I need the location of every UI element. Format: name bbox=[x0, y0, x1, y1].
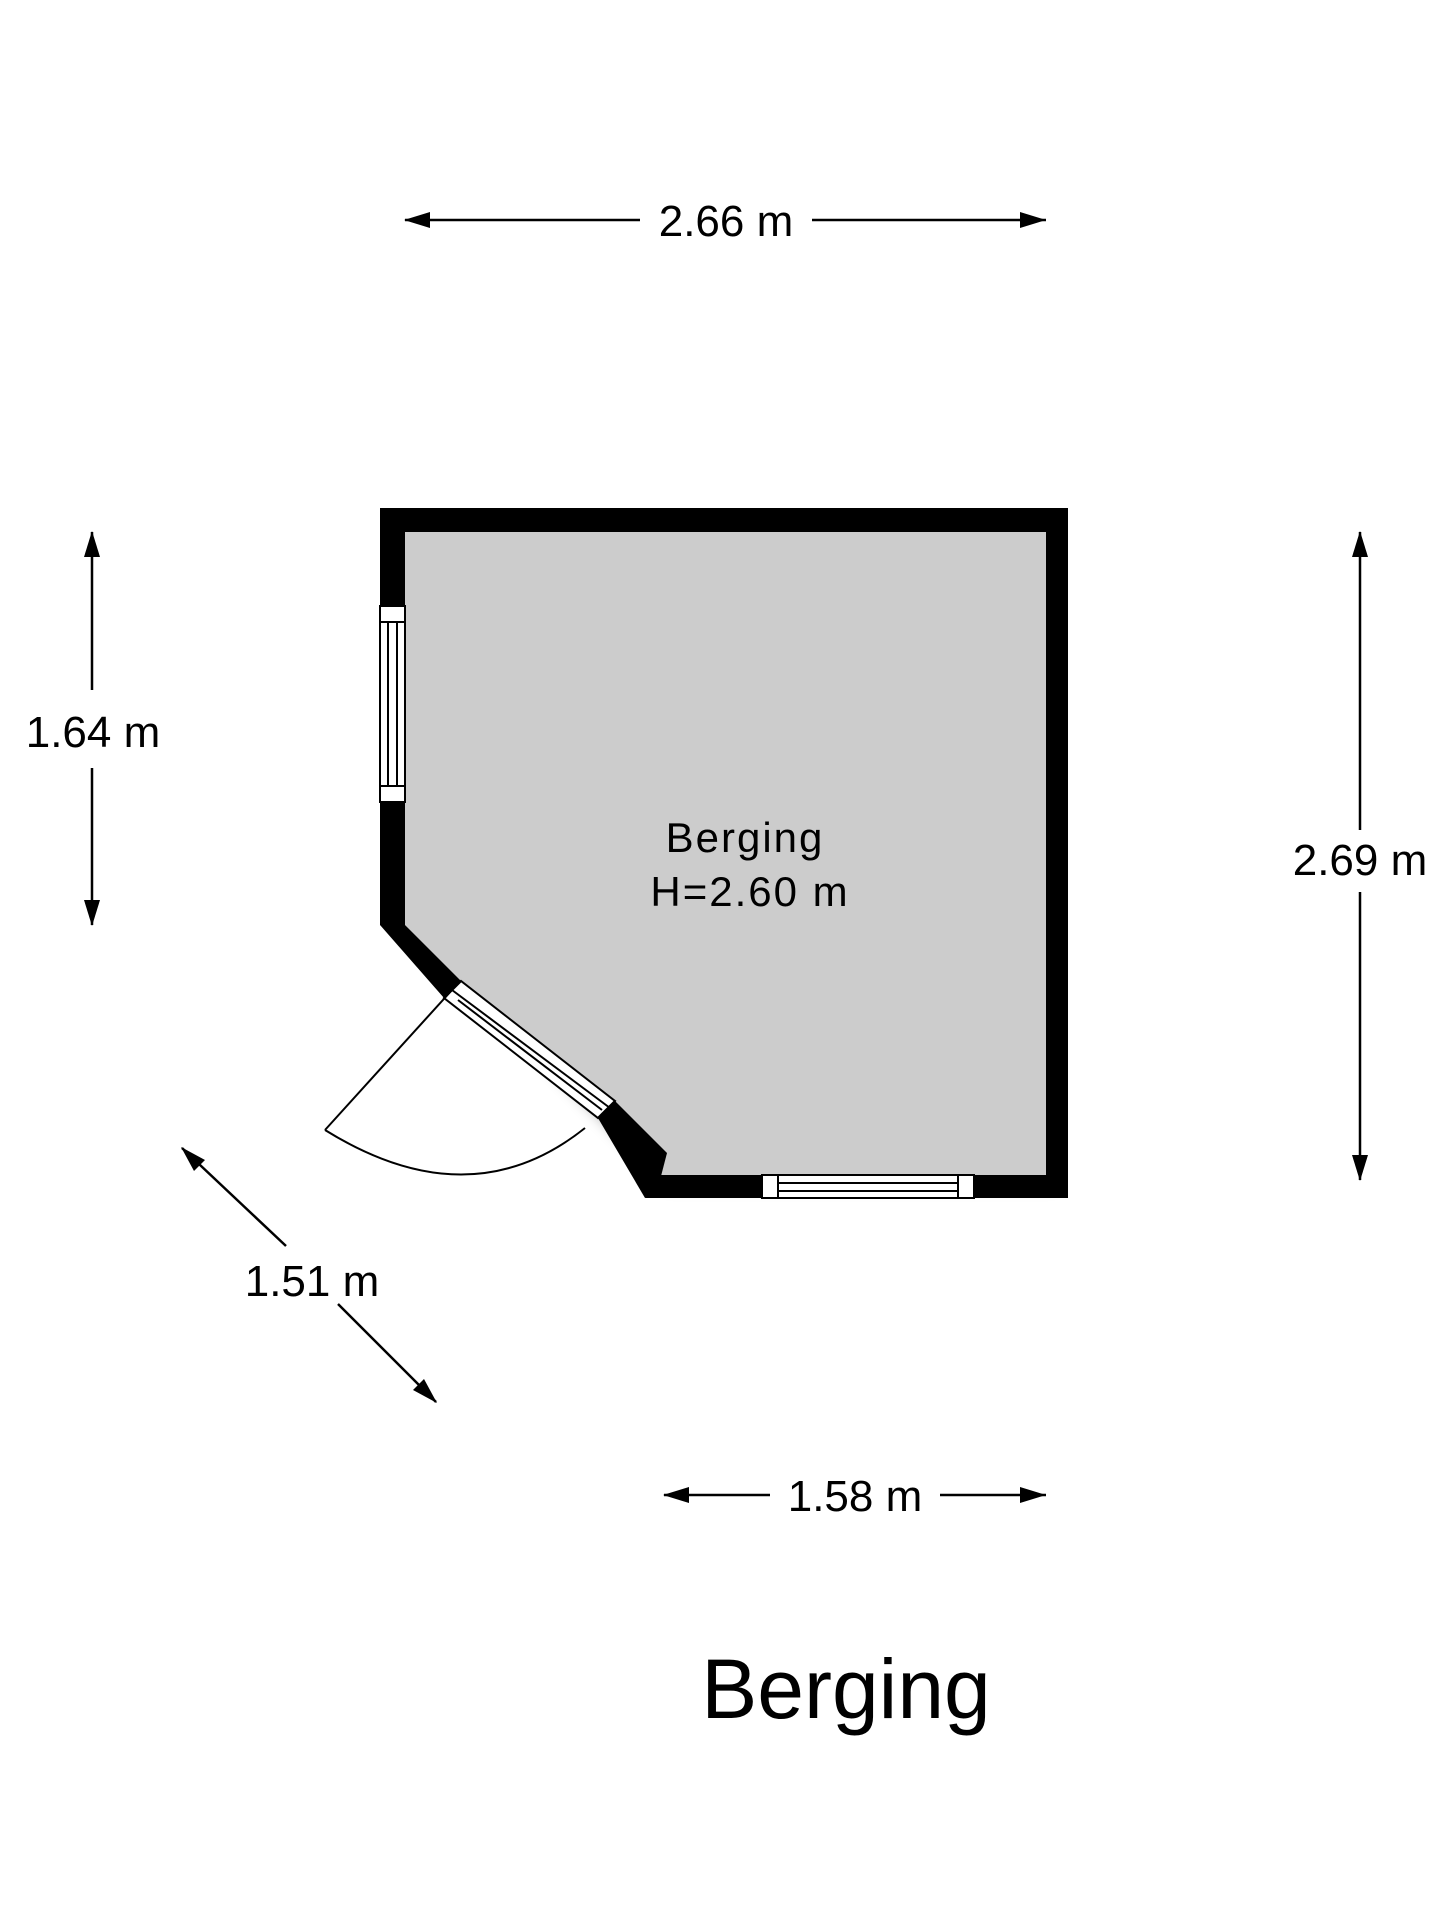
wall-right bbox=[1046, 508, 1068, 1198]
wall-top bbox=[380, 508, 1062, 532]
wall-bottom-left bbox=[645, 1175, 762, 1198]
arrow-up-left-icon bbox=[181, 1147, 205, 1171]
dimension-diagonal: 1.51 m bbox=[181, 1147, 437, 1403]
dimension-left: 1.64 m bbox=[26, 531, 161, 926]
wall-left-lower bbox=[380, 802, 405, 925]
door-frame bbox=[442, 979, 617, 1120]
dimension-left-label: 1.64 m bbox=[26, 708, 161, 757]
arrow-right-icon bbox=[1020, 1487, 1046, 1503]
arrow-up-icon bbox=[84, 531, 100, 557]
wall-diagonal-upper bbox=[380, 925, 461, 998]
arrow-down-right-icon bbox=[413, 1379, 437, 1403]
dimension-bottom-label: 1.58 m bbox=[788, 1472, 923, 1521]
wall-left-upper bbox=[380, 508, 405, 606]
dimension-top: 2.66 m bbox=[404, 197, 1046, 246]
arrow-right-icon bbox=[1020, 212, 1046, 228]
dimension-bottom: 1.58 m bbox=[663, 1472, 1046, 1521]
dimension-right-label: 2.69 m bbox=[1293, 836, 1428, 885]
wall-diagonal-lower bbox=[598, 1101, 667, 1198]
room-floor bbox=[405, 532, 1046, 1180]
room-name: Berging bbox=[666, 814, 825, 861]
arrow-down-icon bbox=[1352, 1155, 1368, 1181]
door-swing bbox=[324, 989, 586, 1176]
wall-bottom-right bbox=[974, 1175, 1068, 1198]
arrow-down-icon bbox=[84, 900, 100, 926]
dimension-diagonal-label: 1.51 m bbox=[245, 1257, 380, 1306]
walls bbox=[380, 508, 1068, 1198]
arrow-up-icon bbox=[1352, 531, 1368, 557]
arrow-left-icon bbox=[404, 212, 430, 228]
arrow-left-icon bbox=[663, 1487, 689, 1503]
dimension-top-label: 2.66 m bbox=[659, 197, 794, 246]
window-left bbox=[379, 605, 406, 803]
room-height: H=2.60 m bbox=[650, 868, 849, 915]
floor-title: Berging bbox=[701, 1642, 991, 1736]
dimension-right: 2.69 m bbox=[1293, 531, 1428, 1181]
window-bottom bbox=[761, 1174, 975, 1199]
